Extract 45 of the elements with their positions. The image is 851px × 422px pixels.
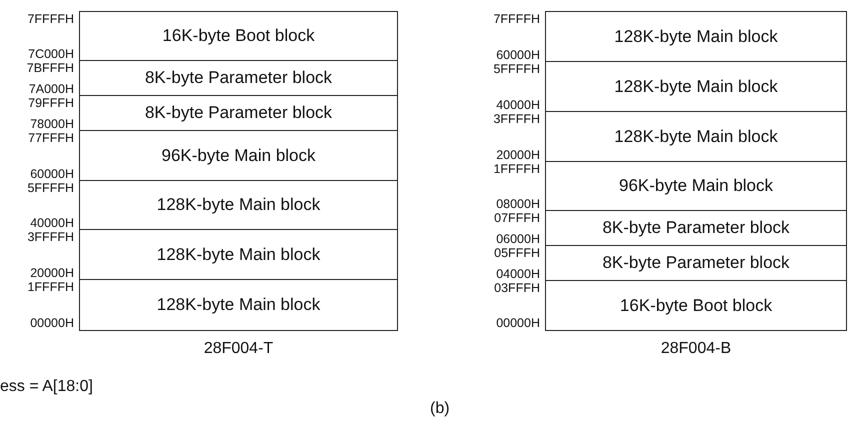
address-label: 20000H <box>496 150 540 160</box>
block-label: 128K-byte Main block <box>614 76 778 96</box>
address-label: 7BFFFH <box>26 62 74 74</box>
address-label: 7FFFFH <box>493 14 540 24</box>
block-label: 8K-byte Parameter block <box>602 253 790 273</box>
address-label: 1FFFFH <box>493 164 540 174</box>
address-label: 7A000H <box>28 84 74 94</box>
map-caption: 28F004-T <box>202 340 274 358</box>
address-label: 40000H <box>496 100 540 110</box>
block-label: 8K-byte Parameter block <box>144 103 332 123</box>
address-label: 05FFFH <box>494 248 540 258</box>
address-label: 04000H <box>496 268 540 280</box>
figure-label: (b) <box>430 400 450 418</box>
block-label: 128K-byte Main block <box>156 244 320 264</box>
address-label: 00000H <box>496 318 540 328</box>
address-label: 5FFFFH <box>27 182 74 194</box>
address-note: ess = A[18:0] <box>0 378 93 396</box>
address-label: 7C000H <box>28 48 74 60</box>
block-label: 16K-byte Boot block <box>162 26 315 46</box>
block-label: 8K-byte Parameter block <box>144 68 332 88</box>
address-label: 79FFFH <box>28 98 74 108</box>
address-label: 78000H <box>30 118 74 130</box>
address-label: 77FFFH <box>28 132 74 144</box>
address-label: 3FFFFH <box>27 232 74 242</box>
address-label: 7FFFFH <box>27 14 74 24</box>
address-label: 1FFFFH <box>27 282 74 292</box>
address-label: 40000H <box>30 218 74 228</box>
address-label: 06000H <box>496 234 540 244</box>
address-label: 07FFFH <box>494 212 540 224</box>
block-label: 128K-byte Main block <box>156 195 320 215</box>
block-label: 96K-byte Main block <box>618 176 774 196</box>
block-label: 16K-byte Boot block <box>620 296 772 316</box>
block-label: 96K-byte Main block <box>161 146 316 166</box>
address-label: 3FFFFH <box>493 114 540 124</box>
block-label: 128K-byte Main block <box>614 26 778 46</box>
block-label: 128K-byte Main block <box>156 295 320 315</box>
block-label: 128K-byte Main block <box>614 126 778 146</box>
address-label: 60000H <box>496 50 540 60</box>
address-label: 00000H <box>30 318 74 328</box>
address-label: 08000H <box>496 198 540 210</box>
address-label: 03FFFH <box>494 282 540 294</box>
block-label: 8K-byte Parameter block <box>602 218 790 238</box>
address-label: 60000H <box>30 168 74 180</box>
map-caption: 28F004-B <box>660 340 732 358</box>
address-label: 5FFFFH <box>493 64 540 74</box>
